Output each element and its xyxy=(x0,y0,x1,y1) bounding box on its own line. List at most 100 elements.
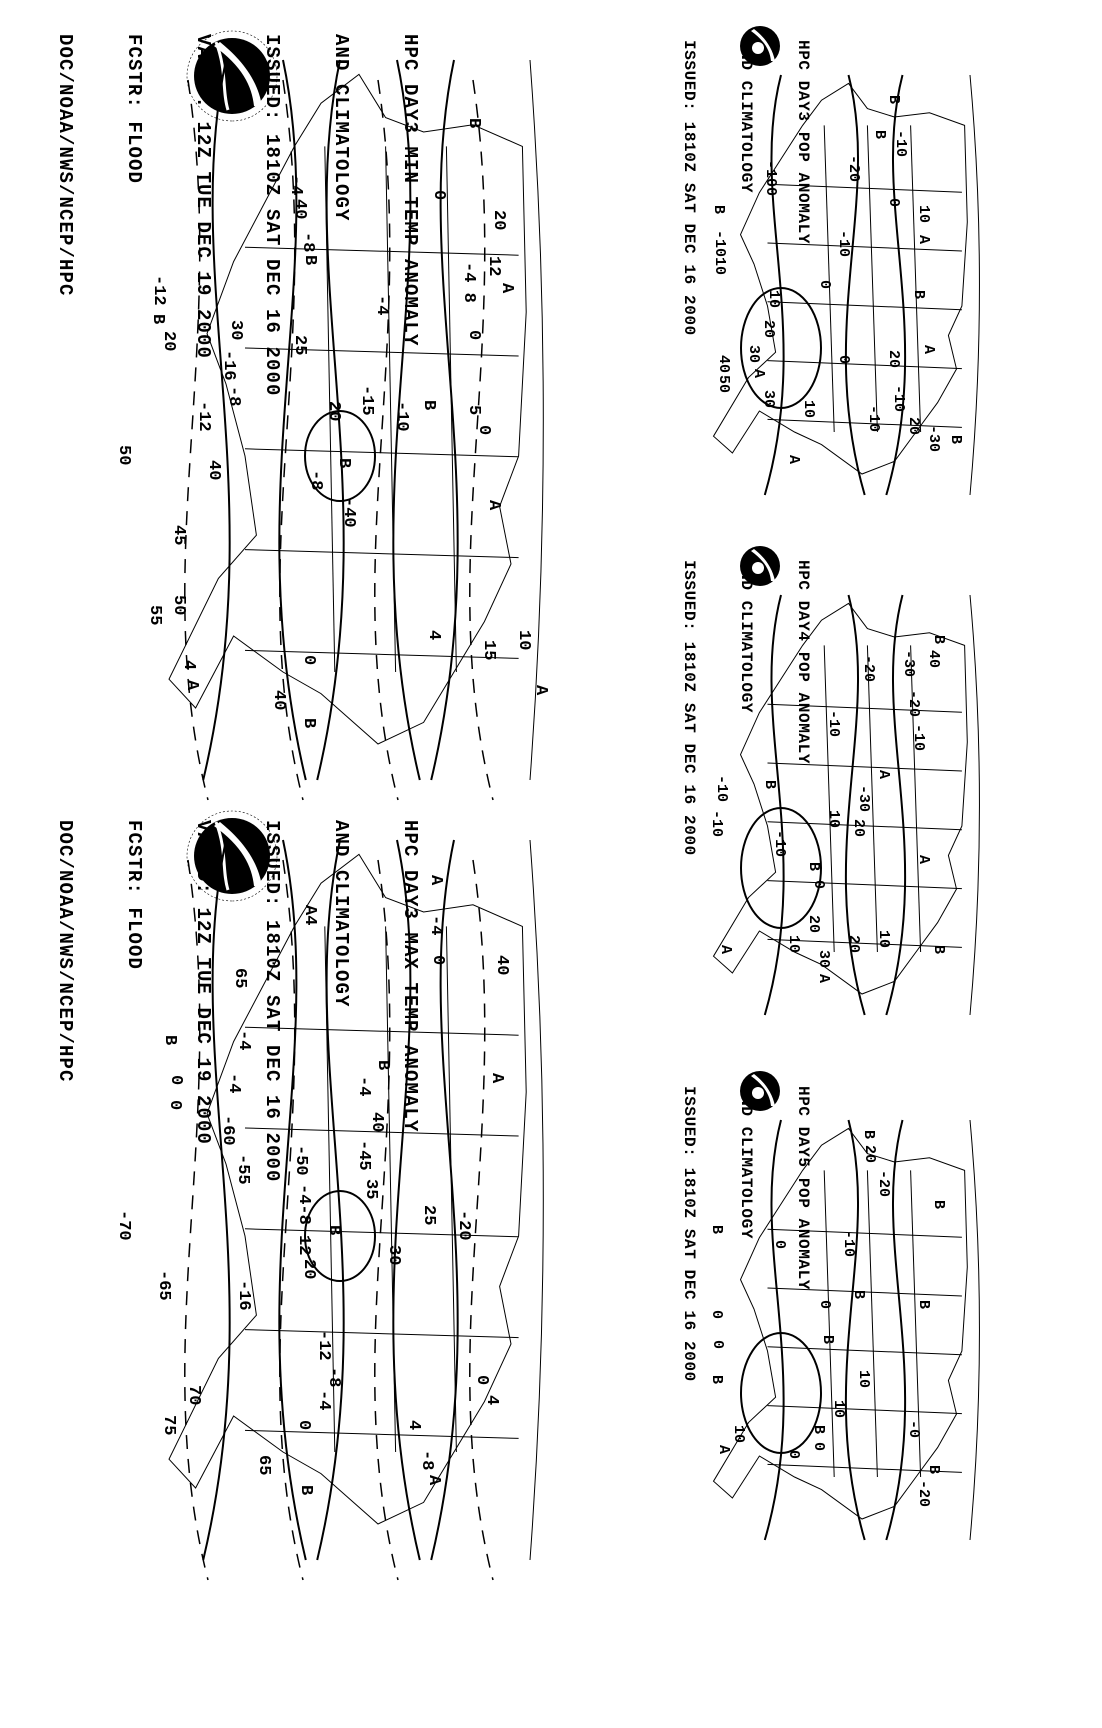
state-border xyxy=(767,938,962,948)
contour-value-label: 65 xyxy=(254,1455,273,1475)
noaa-logo-min-temp: NOAA xyxy=(186,30,278,122)
state-border xyxy=(767,1405,962,1415)
contour-value-label: -16 xyxy=(219,350,238,381)
pressure-center-label: B xyxy=(464,118,483,128)
pressure-center-label: A xyxy=(531,685,550,696)
contour-value-label: 30 xyxy=(815,950,832,968)
closed-contour xyxy=(740,807,822,929)
contour-line xyxy=(278,839,307,1561)
noaa-logo-max-temp: NOAA xyxy=(186,810,278,902)
closed-contour xyxy=(740,287,822,409)
state-border xyxy=(244,549,519,559)
pop-day5-title-block: HPC DAY5 POP ANOMALY AND CLIMATOLOGY ISS… xyxy=(660,1086,850,1382)
contour-value-label: 5 xyxy=(464,405,483,415)
title-line: HPC DAY5 POP ANOMALY xyxy=(794,1086,812,1291)
projection-boundary xyxy=(969,1119,980,1541)
contour-value-label: -8 xyxy=(324,1367,343,1387)
title-line: ISSUED: 1810Z SAT DEC 16 2000 xyxy=(261,34,283,397)
contour-value-label: 0 xyxy=(429,190,448,200)
noaa-logo-pop-day3 xyxy=(740,26,780,66)
contour-value-label: 0 xyxy=(166,1075,185,1085)
contour-value-label: 10 xyxy=(855,1370,872,1388)
pressure-center-label: B xyxy=(373,1060,392,1070)
contour-value-label: 10 xyxy=(830,1400,847,1418)
title-line: ISSUED: 1810Z SAT DEC 16 2000 xyxy=(680,40,698,336)
state-border xyxy=(244,347,519,357)
state-border xyxy=(823,125,835,433)
contour-line xyxy=(430,839,459,1561)
contour-value-label: -10 xyxy=(890,385,907,412)
contour-value-label: 40 xyxy=(715,355,732,373)
contour-value-label: 0 xyxy=(294,1420,313,1430)
contour-value-label: 20 xyxy=(760,320,777,338)
contour-line xyxy=(763,74,785,496)
contour-value-label: -8 xyxy=(224,386,243,406)
climatology-contour xyxy=(469,859,494,1581)
projection-boundary xyxy=(969,74,980,496)
pressure-center-label: B xyxy=(761,780,778,789)
pressure-center-label: B xyxy=(805,862,822,871)
closed-contour xyxy=(304,410,376,502)
contour-value-label: -8 xyxy=(417,1450,436,1470)
contour-line xyxy=(316,59,345,781)
contour-value-label: 4 xyxy=(404,1420,423,1430)
state-border xyxy=(244,1127,519,1137)
pressure-center-label: A xyxy=(487,1073,506,1084)
pressure-center-label: B xyxy=(148,314,167,324)
pressure-center-label: A xyxy=(920,345,937,354)
contour-value-label: 40 xyxy=(269,690,288,710)
contour-value-label: -4 xyxy=(314,1390,333,1410)
contour-value-label: -20 xyxy=(915,1480,932,1507)
us-coastline xyxy=(712,602,968,995)
contour-value-label: -55 xyxy=(233,1154,252,1185)
contour-line xyxy=(844,1119,866,1541)
title-line: ISSUED: 1810Z SAT DEC 16 2000 xyxy=(680,560,698,856)
contour-value-label: -45 xyxy=(354,1140,373,1171)
contour-value-label: 12 xyxy=(484,256,503,276)
state-border xyxy=(244,1228,519,1238)
contour-value-label: 0 xyxy=(771,1240,788,1249)
state-border xyxy=(866,125,878,433)
contour-value-label: -50 xyxy=(291,1145,310,1176)
state-border xyxy=(823,1170,835,1478)
state-border xyxy=(910,645,922,953)
contour-value-label: 45 xyxy=(169,525,188,545)
climatology-contour xyxy=(184,79,209,801)
pressure-center-label: A xyxy=(750,369,767,378)
map-min_temp xyxy=(168,59,544,801)
contour-value-label: -20 xyxy=(905,690,922,717)
contour-value-label: 0 xyxy=(885,198,902,207)
contour-value-label: 35 xyxy=(361,1179,380,1199)
climatology-contour xyxy=(279,859,304,1581)
contour-value-label: 30 xyxy=(760,390,777,408)
state-border xyxy=(767,821,962,831)
pressure-center-label: B xyxy=(708,1375,725,1384)
contour-value-label: -20 xyxy=(875,1170,892,1197)
contour-line xyxy=(202,59,231,781)
contour-value-label: -4 xyxy=(372,295,391,315)
pressure-center-label: B xyxy=(930,945,947,954)
contour-value-label: 0 xyxy=(474,425,493,435)
contour-value-label: 0 xyxy=(816,1300,833,1309)
climatology-contour xyxy=(184,859,209,1581)
pressure-center-label: A xyxy=(497,283,516,294)
contour-value-label: -70 xyxy=(114,1210,133,1241)
contour-value-label: 40 xyxy=(367,1112,386,1132)
pressure-center-label: A xyxy=(717,945,734,954)
contour-value-label: -20 xyxy=(454,1210,473,1241)
state-border xyxy=(767,1346,962,1356)
pressure-center-label: B xyxy=(930,635,947,644)
pressure-center-label: A xyxy=(875,770,892,779)
pressure-center-label: B xyxy=(708,1225,725,1234)
projection-boundary xyxy=(529,839,544,1561)
contour-value-label: -65 xyxy=(154,1270,173,1301)
contour-value-label: 10 xyxy=(730,1425,747,1443)
contour-line xyxy=(763,594,785,1016)
closed-contour xyxy=(740,1332,822,1454)
contour-value-label: -15 xyxy=(357,385,376,416)
contour-line xyxy=(392,59,421,781)
climatology-contour xyxy=(374,859,399,1581)
contour-value-label: -4 xyxy=(286,175,305,195)
pressure-center-label: A xyxy=(426,875,445,886)
